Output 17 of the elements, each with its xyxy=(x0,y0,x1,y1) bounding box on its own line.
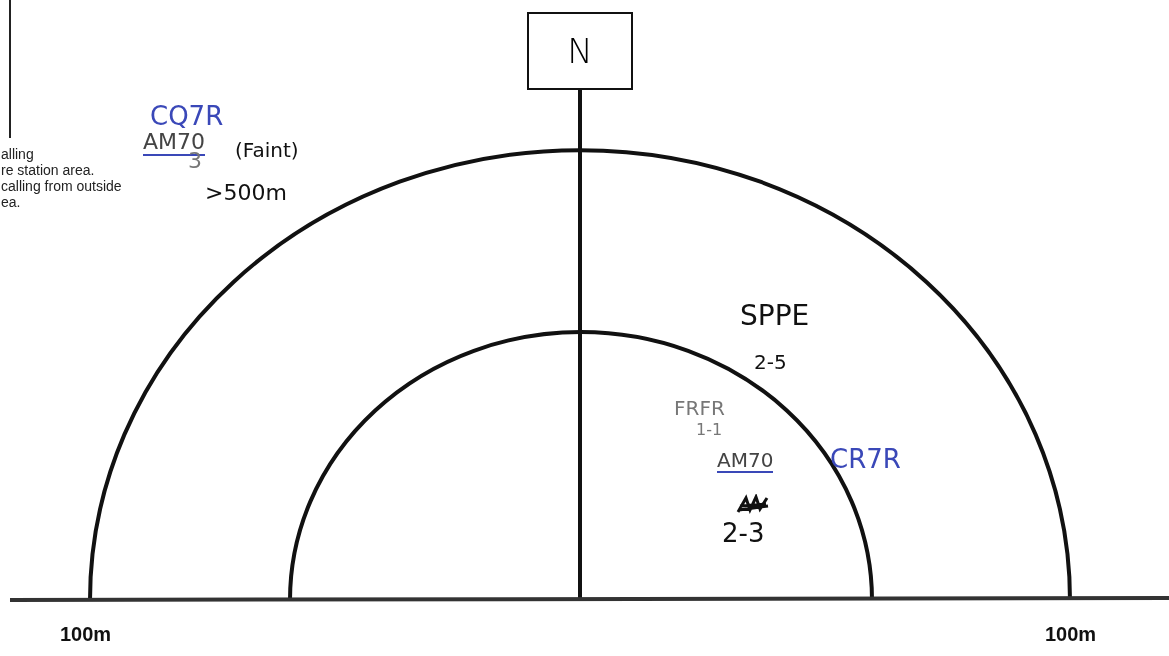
note-text: calling from outside xyxy=(1,179,122,193)
note-text: ea. xyxy=(1,195,21,209)
scale-label: 100m xyxy=(1045,624,1097,644)
handwritten-text: 2-5 xyxy=(754,352,787,372)
handwritten-text: CQ7R xyxy=(150,103,224,129)
struck-text: AM70 xyxy=(717,450,774,473)
north-box: N xyxy=(527,12,633,90)
note-text: alling xyxy=(1,147,34,161)
handwritten-text: CR7R xyxy=(830,446,901,472)
handwritten-text: (Faint) xyxy=(235,140,299,160)
handwritten-text: 2-3 xyxy=(722,520,765,546)
scale-label: 100m xyxy=(60,624,112,644)
handwritten-text: FRFR xyxy=(674,398,725,418)
note-text: re station area. xyxy=(1,163,95,177)
handwritten-text: 1-1 xyxy=(696,422,723,438)
handwritten-text: >500m xyxy=(205,182,287,204)
handwritten-text: SPPE xyxy=(740,302,810,330)
